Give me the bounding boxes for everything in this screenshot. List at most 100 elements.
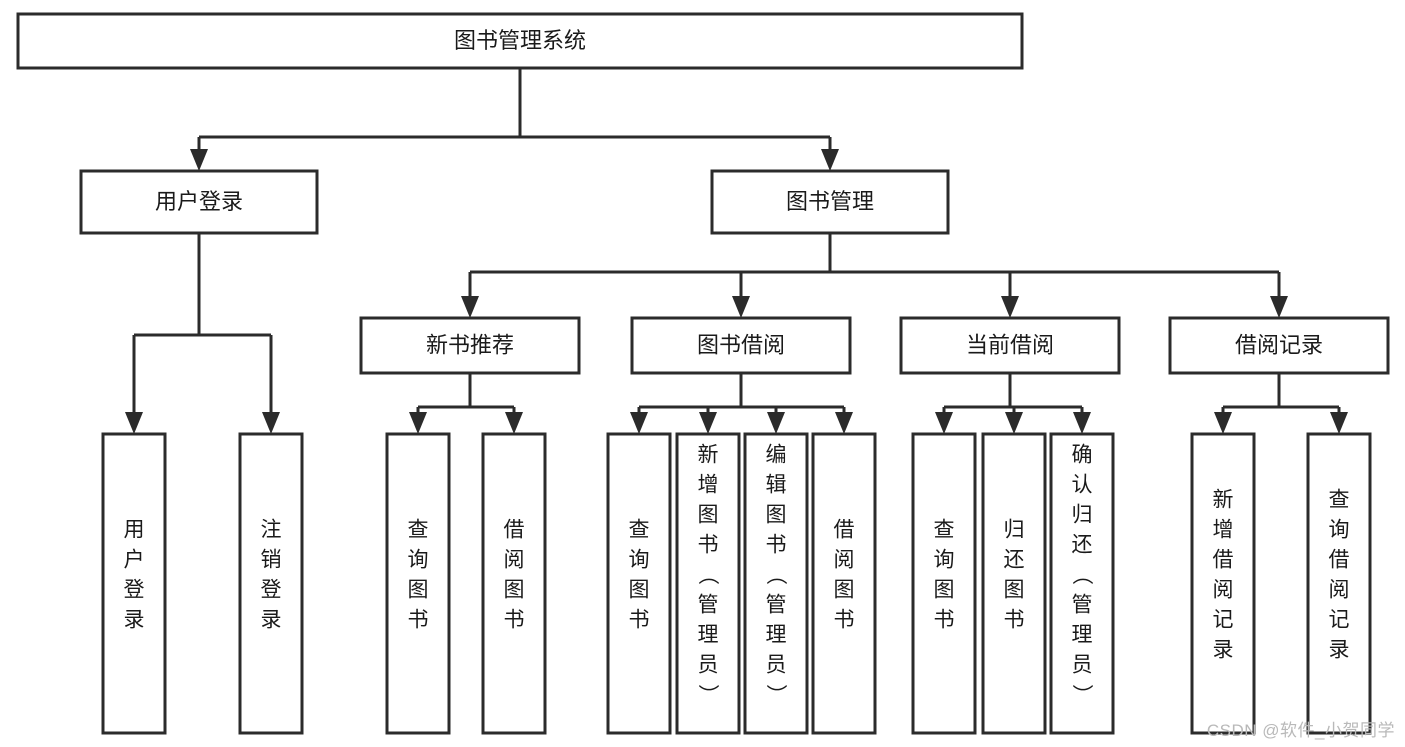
node-current-borrow[interactable]: 当前借阅: [899, 316, 1121, 375]
node-label-char: 书: [504, 609, 525, 632]
node-label-char: 确: [1072, 444, 1093, 467]
node-book-borrow[interactable]: 图书借阅: [630, 316, 852, 375]
node-box[interactable]: [899, 316, 1121, 375]
node-box[interactable]: [385, 432, 451, 735]
node-label-char: 借: [834, 519, 855, 542]
node-box[interactable]: [359, 316, 581, 375]
node-root[interactable]: 图书管理系统: [16, 12, 1024, 70]
connector-group: [935, 373, 1091, 434]
node-label: 当前借阅: [966, 332, 1054, 357]
node-label-char: 录: [1213, 639, 1234, 662]
node-label-char: 用: [124, 519, 145, 542]
node-box[interactable]: [675, 432, 741, 735]
node-box[interactable]: [1190, 432, 1256, 735]
connector-group: [190, 68, 839, 171]
connector-group: [409, 373, 523, 434]
arrow-head-icon: [125, 412, 143, 434]
node-layer: 图书管理系统用户登录图书管理新书推荐图书借阅当前借阅借阅记录用户登录注销登录查询…: [16, 12, 1390, 735]
node-label-char: 注: [261, 519, 282, 542]
node-label-char: 录: [261, 609, 282, 632]
node-label-char: ）: [1070, 684, 1093, 705]
node-box[interactable]: [16, 12, 1024, 70]
node-label: 借阅记录: [1235, 332, 1323, 357]
arrow-head-icon: [767, 412, 785, 434]
node-box[interactable]: [710, 169, 950, 235]
node-book-manage[interactable]: 图书管理: [710, 169, 950, 235]
node-user-login[interactable]: 用户登录: [79, 169, 319, 235]
connector-group: [1214, 373, 1348, 434]
arrow-head-icon: [1073, 412, 1091, 434]
node-borrow-record[interactable]: 借阅记录: [1168, 316, 1390, 375]
node-label-char: 阅: [834, 549, 855, 572]
node-box[interactable]: [101, 432, 167, 735]
node-label-char: 阅: [504, 549, 525, 572]
node-label-char: 管: [766, 594, 787, 617]
node-box[interactable]: [79, 169, 319, 235]
node-box[interactable]: [630, 316, 852, 375]
node-box[interactable]: [911, 432, 977, 735]
node-box[interactable]: [1049, 432, 1115, 735]
arrow-head-icon: [835, 412, 853, 434]
node-label-char: 图: [834, 579, 855, 602]
node-box[interactable]: [981, 432, 1047, 735]
node-label-char: 询: [934, 549, 955, 572]
arrow-head-icon: [1214, 412, 1232, 434]
node-label-char: 还: [1004, 549, 1025, 572]
node-label: 图书借阅: [697, 332, 785, 357]
node-label-char: 记: [1329, 609, 1350, 632]
node-box[interactable]: [606, 432, 672, 735]
node-label-char: 理: [698, 624, 719, 647]
node-label-char: 归: [1072, 504, 1093, 527]
node-label-char: 图: [629, 579, 650, 602]
node-label-char: 查: [934, 519, 955, 542]
node-label-char: 图: [408, 579, 429, 602]
node-label-char: 编: [766, 444, 787, 467]
arrow-head-icon: [1005, 412, 1023, 434]
node-label-char: 书: [698, 534, 719, 557]
node-label-char: 新: [698, 444, 719, 467]
node-leaf-user-login[interactable]: 用户登录: [101, 432, 167, 735]
node-new-book-rec[interactable]: 新书推荐: [359, 316, 581, 375]
node-label: 图书管理: [786, 189, 874, 214]
arrow-head-icon: [1270, 296, 1288, 318]
node-box[interactable]: [811, 432, 877, 735]
node-label-char: 查: [629, 519, 650, 542]
node-box[interactable]: [1306, 432, 1372, 735]
node-label-char: 归: [1004, 519, 1025, 542]
node-box[interactable]: [1168, 316, 1390, 375]
node-label: 新书推荐: [426, 332, 514, 357]
node-label-char: 录: [1329, 639, 1350, 662]
node-label-char: （: [1070, 564, 1093, 585]
arrow-head-icon: [935, 412, 953, 434]
arrow-head-icon: [630, 412, 648, 434]
node-label-char: 登: [124, 579, 145, 602]
arrow-head-icon: [732, 296, 750, 318]
node-box[interactable]: [481, 432, 547, 735]
node-label-char: 书: [629, 609, 650, 632]
node-box[interactable]: [743, 432, 809, 735]
node-label-char: 录: [124, 609, 145, 632]
node-label-char: 认: [1072, 474, 1093, 497]
node-label-char: 员: [766, 654, 787, 677]
connector-group: [125, 233, 280, 434]
arrow-head-icon: [262, 412, 280, 434]
arrow-head-icon: [1330, 412, 1348, 434]
arrow-head-icon: [461, 296, 479, 318]
node-label-char: 查: [408, 519, 429, 542]
node-label-char: 增: [698, 474, 719, 497]
node-box[interactable]: [238, 432, 304, 735]
